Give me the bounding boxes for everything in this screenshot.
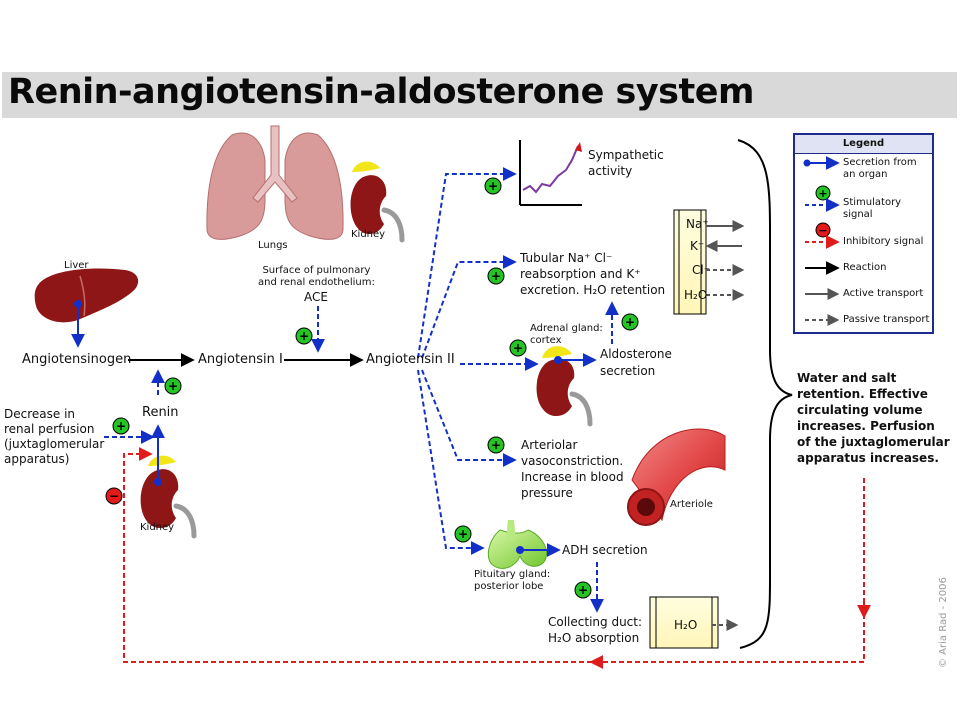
svg-text:+: + [625,315,635,329]
legend-title: Legend [795,135,932,154]
svg-text:+: + [458,527,468,541]
adrenal-aldo-dot [554,356,562,364]
lungs-label: Lungs [258,240,288,251]
legend-item-secretion: Secretion from an organ [843,157,917,180]
ion-label: H₂O [684,288,708,302]
outcome-label: Water and salt retention. Effective circ… [797,371,950,465]
collecting-duct-label: Collecting duct: H₂O absorption [548,615,643,645]
ang2-to-tubular-signal [421,255,517,359]
pituitary-label: Pituitary gland: posterior lobe [474,569,551,592]
svg-text:+: + [488,179,498,193]
kidney-bottom-label: Kidney [140,522,175,533]
adh-label: ADH secretion [562,543,648,557]
tubular-label-2: reabsorption and K⁺ [520,267,641,281]
plus-badge: + [484,177,502,195]
svg-text:+: + [116,419,126,433]
kidney-renin-dot [154,478,162,486]
arteriole-label: Arteriole [670,499,713,510]
minus-badge: − [105,487,123,505]
angiotensin2-label: Angiotensin II [366,352,455,367]
plus-badge: + [487,267,505,285]
outcome-bracket [737,139,793,649]
angiotensinogen-label: Angiotensinogen [22,352,132,367]
plus-badge: + [454,525,472,543]
svg-text:−: − [818,224,827,237]
kidney-top-label: Kidney [351,229,386,240]
svg-text:+: + [168,379,178,393]
ang2-to-vasoconstriction-signal [421,369,517,467]
legend-item-reaction: Reaction [843,262,887,273]
legend-symbols: + − [803,156,840,326]
svg-text:+: + [299,329,309,343]
arteriole-icon [627,428,726,526]
duct-membrane [649,596,719,649]
svg-text:−: − [109,489,119,503]
transport-arrows [705,220,745,631]
title-bar [2,72,957,118]
copyright-label: © Aria Rad - 2006 [938,577,949,668]
plus-badge: + [574,581,592,599]
renin-label: Renin [142,405,179,420]
plus-badge: + [509,339,527,357]
aldosterone-label: Aldosterone secretion [600,347,672,378]
plus-badge: + [295,327,313,345]
legend-item-active: Active transport [843,288,924,299]
legend-item-passive: Passive transport [843,314,930,325]
svg-text:+: + [818,187,827,200]
ion-label: Cl⁻ [692,263,711,277]
svg-text:+: + [491,438,501,452]
liver-label: Liver [64,260,89,271]
page-title: Renin-angiotensin-aldosterone system [8,72,754,112]
tubular-label-1: Tubular Na⁺ Cl⁻ [520,251,613,265]
legend-item-stimulatory: Stimulatory signal [843,197,902,220]
svg-text:+: + [513,341,523,355]
plus-badge: + [164,377,182,395]
plus-badge: + [112,417,130,435]
pituitary-icon [487,520,548,569]
stimulus-label: Decrease in renal perfusion (juxtaglomer… [4,407,105,466]
ion-label: K⁺ [690,239,705,253]
ang2-to-sympathetic-signal [417,167,517,359]
sympathetic-label: Sympathetic activity [588,148,664,178]
ace-label: ACE [304,290,328,304]
ang2-to-pituitary-signal [417,369,485,555]
pituitary-adh-dot [516,546,524,554]
svg-text:+: + [491,269,501,283]
tubular-label-3: excretion. H₂O retention [520,283,666,297]
liver-icon [34,268,139,323]
adrenal-kidney-icon [536,346,593,427]
ace-site-label: Surface of pulmonary and renal endotheli… [258,265,375,288]
legend-item-inhibitory: Inhibitory signal [843,236,924,247]
lungs-icon [206,125,344,240]
plus-badge: + [621,313,639,331]
svg-text:+: + [578,583,588,597]
kidney-top-icon [350,161,405,243]
legend: Legend + − Secretion from an organ Stimu… [793,133,934,334]
kidney-bottom-icon [140,455,197,539]
transport-membrane [673,209,707,315]
plus-badge: + [487,436,505,454]
duct-ion-label: H₂O [674,618,698,632]
liver-secretion-dot [74,300,82,308]
ion-label: Na⁺ [686,217,709,231]
adrenal-label: Adrenal gland: cortex [530,323,603,346]
sympathetic-graph [519,140,582,206]
angiotensin1-label: Angiotensin I [198,352,283,367]
vasoconstriction-label: Arteriolar vasoconstriction. Increase in… [521,438,624,500]
